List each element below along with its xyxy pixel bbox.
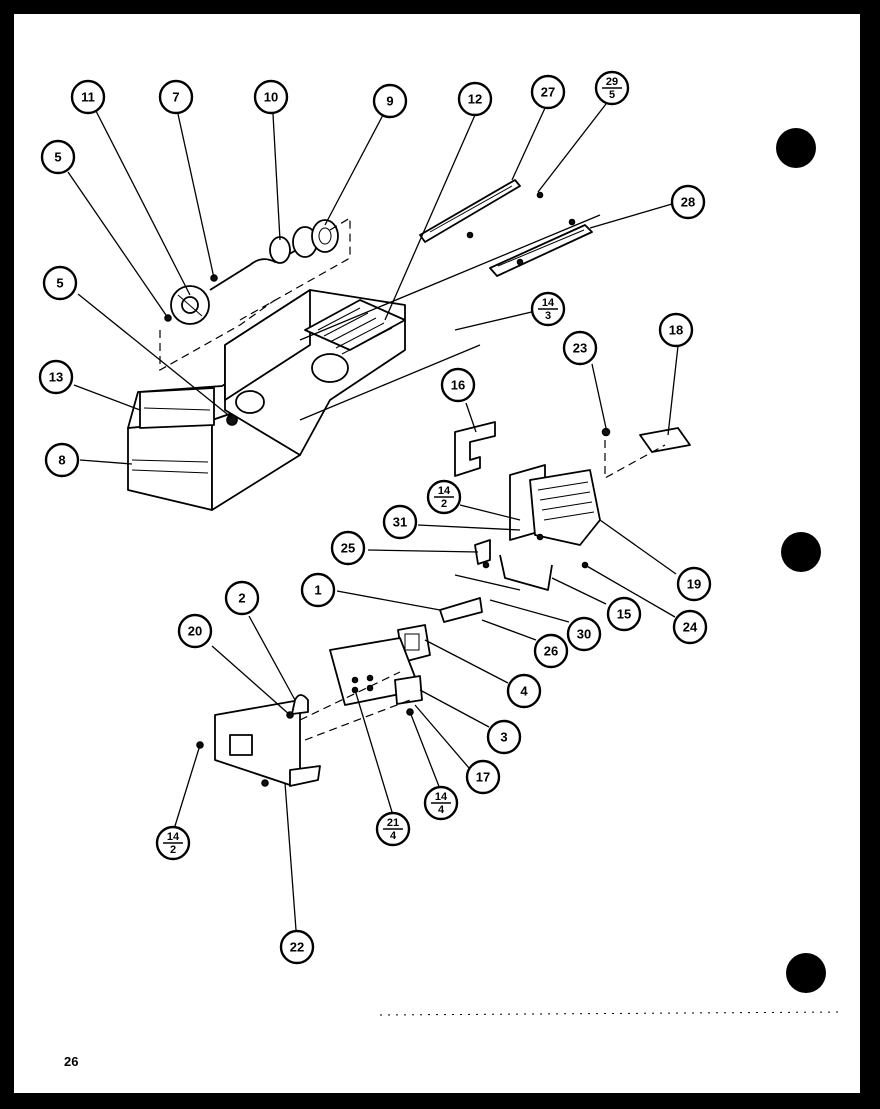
callout-label: 7	[172, 90, 179, 105]
callout-1: 1	[300, 572, 336, 608]
callout-label-top: 14	[542, 297, 555, 309]
callout-31: 31	[382, 504, 418, 540]
callout-label: 19	[687, 577, 701, 592]
callout-label: 17	[476, 770, 490, 785]
ice-bin-assembly	[127, 289, 406, 511]
callout-5b: 5	[42, 265, 78, 301]
callout-3: 3	[486, 719, 522, 755]
callout-label-top: 14	[167, 831, 180, 843]
callout-20: 20	[177, 613, 213, 649]
callout-label: 23	[573, 341, 587, 356]
callout-14-3: 143	[530, 291, 566, 327]
callout-19: 19	[676, 566, 712, 602]
callout-label-bottom: 3	[545, 310, 551, 322]
callout-label: 18	[669, 323, 683, 338]
callout-12: 12	[457, 81, 493, 117]
callout-5a: 5	[40, 139, 76, 175]
callout-label: 11	[81, 90, 95, 105]
callout-25: 25	[330, 530, 366, 566]
callout-label: 5	[56, 276, 63, 291]
callout-22: 22	[279, 929, 315, 965]
callout-14-4: 144	[423, 785, 459, 821]
ice-maker-assembly	[454, 421, 691, 591]
callout-18: 18	[658, 312, 694, 348]
callout-label: 16	[451, 378, 465, 393]
callout-7: 7	[158, 79, 194, 115]
punch-hole-top	[776, 128, 816, 168]
callout-14-2b: 142	[155, 825, 191, 861]
callout-14-2a: 142	[426, 479, 462, 515]
callout-10: 10	[253, 79, 289, 115]
page-number: 26	[64, 1054, 79, 1069]
callout-label: 2	[238, 591, 245, 606]
punch-hole-middle	[781, 532, 821, 572]
callout-label: 25	[341, 541, 355, 556]
callout-17: 17	[465, 759, 501, 795]
callout-24: 24	[672, 609, 708, 645]
callout-label: 26	[544, 644, 558, 659]
callout-label: 22	[290, 940, 304, 955]
callout-label: 20	[188, 624, 202, 639]
callout-label-top: 14	[435, 791, 448, 803]
callout-11: 11	[70, 79, 106, 115]
callout-4: 4	[506, 673, 542, 709]
callout-label-top: 21	[387, 817, 399, 829]
auger-motor-parts	[159, 216, 351, 372]
callout-27: 27	[530, 74, 566, 110]
callout-label: 9	[386, 94, 393, 109]
callout-2: 2	[224, 580, 260, 616]
callout-label-top: 29	[606, 76, 618, 88]
callout-30: 30	[566, 616, 602, 652]
callout-26: 26	[533, 633, 569, 669]
callout-label-top: 14	[438, 485, 451, 497]
callout-label: 13	[49, 370, 63, 385]
callout-28: 28	[670, 184, 706, 220]
callout-label: 3	[500, 730, 507, 745]
callout-13: 13	[38, 359, 74, 395]
bracket-assembly	[196, 597, 483, 787]
exploded-parts-diagram: 1171091227295528514318231316814231251915…	[38, 70, 841, 1016]
callout-8: 8	[44, 442, 80, 478]
rail-parts	[299, 179, 601, 421]
callout-label: 30	[577, 627, 591, 642]
callout-label-bottom: 2	[170, 844, 176, 856]
callout-label: 10	[264, 90, 278, 105]
dotted-rule	[379, 1011, 841, 1016]
callout-label: 5	[54, 150, 61, 165]
callout-label-bottom: 4	[438, 804, 445, 816]
callout-label: 27	[541, 85, 555, 100]
callout-label: 15	[617, 607, 631, 622]
callout-21-4: 214	[375, 811, 411, 847]
callout-16: 16	[440, 367, 476, 403]
leader-lines	[67, 103, 679, 931]
callout-label-bottom: 4	[390, 830, 397, 842]
callout-label: 8	[58, 453, 65, 468]
callout-label-bottom: 5	[609, 89, 615, 101]
punch-hole-bottom	[786, 953, 826, 993]
callout-label: 1	[314, 583, 321, 598]
callout-label: 28	[681, 195, 695, 210]
callout-label: 12	[468, 92, 482, 107]
callout-29-5: 295	[594, 70, 630, 106]
callout-9: 9	[372, 83, 408, 119]
callout-label: 24	[683, 620, 698, 635]
callout-label: 31	[393, 515, 407, 530]
callout-label: 4	[520, 684, 528, 699]
callout-15: 15	[606, 596, 642, 632]
callout-23: 23	[562, 330, 598, 366]
callout-label-bottom: 2	[441, 498, 447, 510]
